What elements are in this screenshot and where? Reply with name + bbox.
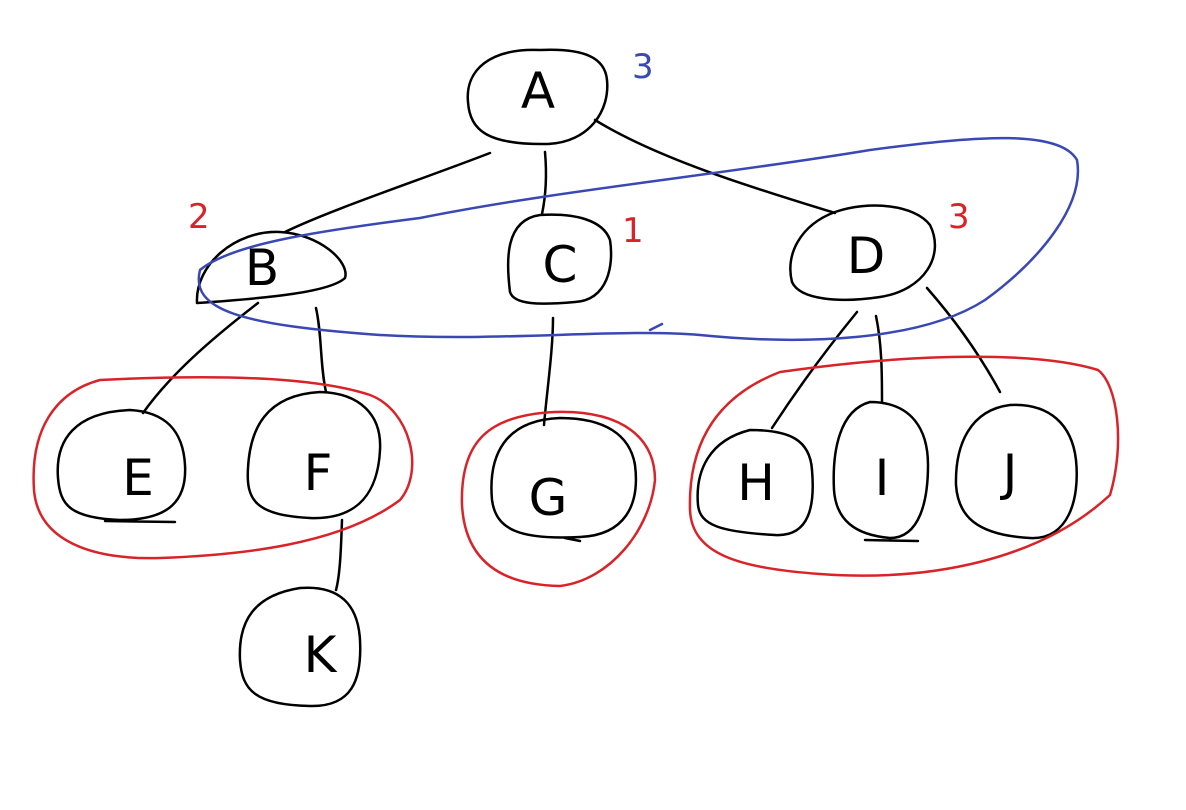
red-group-h-i-j: [688, 355, 1120, 577]
node-g: G: [490, 416, 638, 543]
node-label-g: G: [529, 469, 568, 527]
edge-f-k: [334, 518, 344, 592]
node-label-f: F: [304, 444, 333, 502]
blue-arrow-mark: [648, 322, 664, 332]
node-f: F: [246, 390, 382, 520]
annotation-c: 1: [622, 211, 644, 251]
node-label-k: K: [304, 626, 338, 684]
node-label-j: J: [1000, 444, 1018, 502]
node-h: H: [696, 428, 814, 537]
node-label-e: E: [122, 449, 154, 507]
edge-d-j: [925, 286, 1002, 394]
annotations: 3 2 1 3: [188, 47, 970, 251]
red-groups: [32, 355, 1120, 588]
node-c: C: [506, 213, 613, 305]
nodes: A B C D E F G H: [56, 48, 1078, 708]
node-label-a: A: [521, 62, 555, 120]
edge-a-d: [593, 118, 837, 215]
annotation-a: 3: [632, 47, 654, 87]
red-group-e-f: [32, 375, 414, 560]
node-b: B: [195, 230, 347, 305]
node-label-c: C: [543, 236, 578, 294]
edge-d-i: [874, 314, 884, 404]
annotation-b: 2: [188, 197, 210, 237]
node-e: E: [56, 408, 187, 524]
node-label-d: D: [847, 227, 886, 285]
red-group-g: [460, 410, 657, 588]
edge-a-c: [540, 150, 548, 216]
node-label-h: H: [737, 454, 775, 512]
blue-group: [197, 136, 1080, 342]
node-a: A: [466, 48, 609, 146]
edge-d-h: [770, 310, 859, 430]
blue-group-b-c-d: [197, 136, 1080, 342]
node-label-b: B: [245, 239, 279, 297]
edge-b-f: [314, 306, 328, 394]
node-k: K: [238, 586, 362, 708]
edge-b-e: [141, 301, 260, 415]
edges: [141, 118, 1002, 592]
node-d: D: [789, 204, 937, 302]
annotation-d: 3: [948, 197, 970, 237]
node-label-i: I: [875, 449, 890, 507]
node-i: I: [832, 400, 930, 543]
node-j: J: [954, 403, 1078, 540]
edge-a-b: [283, 151, 492, 234]
